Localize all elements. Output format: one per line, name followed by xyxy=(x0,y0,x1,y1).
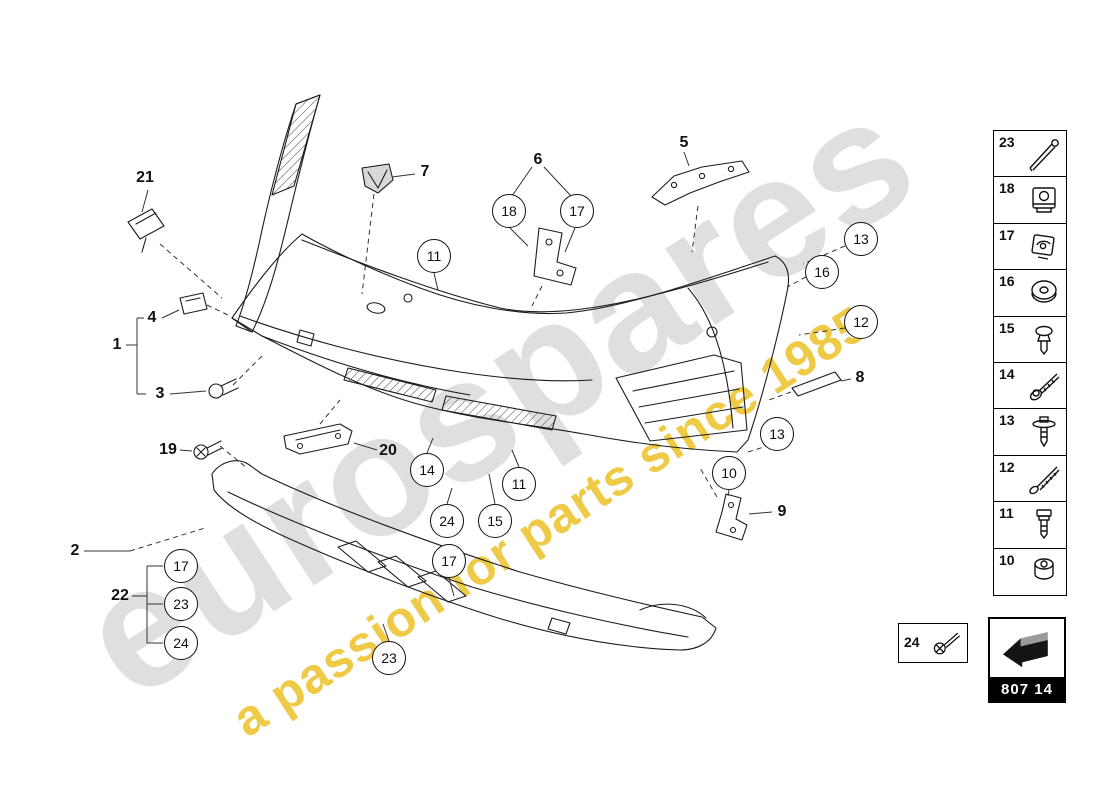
grommet-icon xyxy=(1024,273,1064,313)
legend-number: 16 xyxy=(999,273,1015,290)
callout-circle-15[interactable]: 15 xyxy=(478,504,512,538)
flat-washer-screw-icon xyxy=(1024,412,1064,452)
callout-circle-17[interactable]: 17 xyxy=(432,544,466,578)
nav-arrow-icon xyxy=(990,619,1064,677)
callout-label-20: 20 xyxy=(379,442,397,459)
legend-number: 15 xyxy=(999,319,1015,336)
callout-circle-11[interactable]: 11 xyxy=(417,239,451,273)
callout-circle-11[interactable]: 11 xyxy=(502,467,536,501)
legend-item-10[interactable]: 10 xyxy=(993,547,1067,596)
legend-number: 10 xyxy=(999,551,1015,568)
legend-item-15[interactable]: 15 xyxy=(993,315,1067,364)
extra-item-number: 24 xyxy=(904,634,920,650)
callout-circle-23[interactable]: 23 xyxy=(164,587,198,621)
callout-label-19: 19 xyxy=(159,441,177,458)
callout-label-9: 9 xyxy=(777,503,787,520)
long-bolt-icon xyxy=(1024,459,1064,499)
shoulder-bolt-icon xyxy=(1024,505,1064,545)
legend-item-23[interactable]: 23 xyxy=(993,130,1067,178)
legend-column: 23 18 17 16 15 14 13 12 11 10 xyxy=(993,130,1067,596)
round-screw-icon xyxy=(929,625,965,661)
legend-number: 12 xyxy=(999,458,1015,475)
callout-circle-24[interactable]: 24 xyxy=(430,504,464,538)
callout-circle-17[interactable]: 17 xyxy=(560,194,594,228)
rivet-icon xyxy=(1024,134,1064,174)
legend-number: 14 xyxy=(999,366,1015,383)
callout-label-22: 22 xyxy=(111,587,129,604)
callout-label-8: 8 xyxy=(855,369,865,386)
callout-label-6: 6 xyxy=(533,151,543,168)
nav-code: 807 14 xyxy=(990,677,1064,701)
legend-item-14[interactable]: 14 xyxy=(993,362,1067,411)
legend-number: 23 xyxy=(999,134,1015,150)
callout-circle-17[interactable]: 17 xyxy=(164,549,198,583)
callout-label-4: 4 xyxy=(147,309,157,326)
callout-label-3: 3 xyxy=(155,385,165,402)
callout-label-21: 21 xyxy=(136,169,154,186)
flange-nut-icon xyxy=(1024,552,1064,592)
callout-label-1: 1 xyxy=(112,336,122,353)
legend-number: 18 xyxy=(999,180,1015,197)
callout-circle-13[interactable]: 13 xyxy=(760,417,794,451)
callout-label-2: 2 xyxy=(70,542,80,559)
washer-screw-icon xyxy=(1024,366,1064,406)
callout-label-5: 5 xyxy=(679,134,689,151)
legend-item-18[interactable]: 18 xyxy=(993,176,1067,225)
callout-circle-23[interactable]: 23 xyxy=(372,641,406,675)
push-clip-icon xyxy=(1024,320,1064,360)
callout-label-7: 7 xyxy=(420,163,430,180)
legend-number: 13 xyxy=(999,412,1015,429)
spring-nut-icon xyxy=(1024,227,1064,267)
legend-item-12[interactable]: 12 xyxy=(993,454,1067,503)
callout-circle-24[interactable]: 24 xyxy=(164,626,198,660)
callout-circle-16[interactable]: 16 xyxy=(805,255,839,289)
nav-box[interactable]: 807 14 xyxy=(988,617,1066,703)
callout-circle-12[interactable]: 12 xyxy=(844,305,878,339)
callout-circle-14[interactable]: 14 xyxy=(410,453,444,487)
u-nut-clip-icon xyxy=(1024,180,1064,220)
legend-item-17[interactable]: 17 xyxy=(993,222,1067,271)
callout-circle-10[interactable]: 10 xyxy=(712,456,746,490)
legend-item-11[interactable]: 11 xyxy=(993,501,1067,550)
extra-item-box[interactable]: 24 xyxy=(898,623,968,663)
legend-number: 17 xyxy=(999,226,1015,243)
legend-item-16[interactable]: 16 xyxy=(993,269,1067,318)
callout-circle-18[interactable]: 18 xyxy=(492,194,526,228)
callout-circle-13[interactable]: 13 xyxy=(844,222,878,256)
legend-item-13[interactable]: 13 xyxy=(993,408,1067,457)
legend-number: 11 xyxy=(999,505,1014,522)
